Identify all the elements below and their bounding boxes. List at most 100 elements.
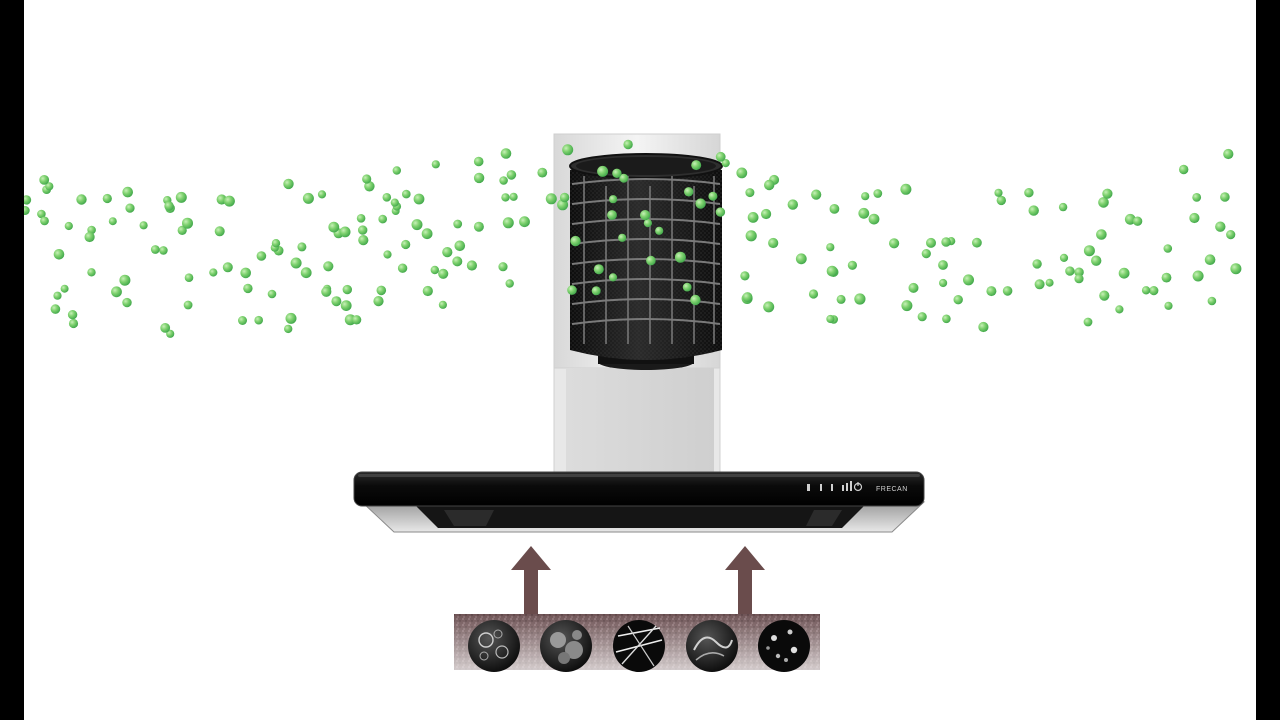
air-particle xyxy=(1141,286,1151,295)
air-particle xyxy=(1115,305,1124,314)
air-particle xyxy=(612,168,622,178)
air-particle xyxy=(243,283,253,294)
air-particle xyxy=(454,240,466,252)
air-particle xyxy=(996,195,1006,206)
air-particle xyxy=(1034,279,1045,290)
air-particle xyxy=(323,261,334,272)
air-particle xyxy=(139,221,148,230)
fan-speed-icon[interactable] xyxy=(807,484,810,491)
air-particle xyxy=(223,195,235,207)
air-particle xyxy=(1083,317,1093,327)
air-particle xyxy=(339,226,351,238)
air-particle xyxy=(402,189,411,199)
air-particle xyxy=(1215,221,1226,232)
air-particle xyxy=(1024,188,1034,198)
air-particle xyxy=(1002,286,1013,296)
brand-logo: FRECAN xyxy=(876,486,908,493)
air-particle xyxy=(1223,148,1234,160)
air-particle xyxy=(942,314,951,324)
clean-air-particles xyxy=(24,139,1242,338)
air-particle xyxy=(1099,290,1110,301)
air-particle xyxy=(24,195,32,205)
air-particle xyxy=(421,228,433,240)
air-particle xyxy=(442,247,453,258)
air-particle xyxy=(1102,188,1113,199)
air-particle xyxy=(593,264,604,275)
air-particle xyxy=(182,217,193,229)
air-particle xyxy=(364,181,375,192)
air-particle xyxy=(646,255,656,266)
air-particle xyxy=(826,243,835,252)
air-particle xyxy=(376,285,387,296)
air-particle xyxy=(438,300,447,309)
air-particle xyxy=(500,148,512,159)
air-particle xyxy=(826,265,838,277)
air-particle xyxy=(972,237,982,248)
hood-canopy xyxy=(353,471,926,533)
air-particle xyxy=(873,189,883,198)
air-particle xyxy=(1164,301,1173,310)
air-particle xyxy=(623,139,633,150)
air-particle xyxy=(302,192,314,204)
air-particle xyxy=(453,219,463,229)
air-particle xyxy=(50,304,61,314)
air-particle xyxy=(290,257,302,269)
air-particle xyxy=(122,297,132,308)
air-particle xyxy=(761,208,772,220)
light-icon[interactable] xyxy=(842,481,852,491)
air-particle xyxy=(1192,270,1204,282)
air-particle xyxy=(1204,254,1216,265)
power-icon[interactable] xyxy=(853,482,863,492)
air-particle xyxy=(978,321,989,333)
air-particle xyxy=(939,278,948,288)
air-particle xyxy=(764,179,775,191)
air-particle xyxy=(473,156,484,167)
air-particle xyxy=(45,182,54,191)
air-particle xyxy=(356,214,366,223)
air-particle xyxy=(159,246,168,255)
air-particle xyxy=(618,233,627,242)
air-particle xyxy=(787,199,798,210)
air-particle xyxy=(160,323,171,333)
air-particle xyxy=(214,226,225,237)
air-particle xyxy=(1207,296,1217,306)
air-particle xyxy=(740,271,750,281)
air-particle xyxy=(184,273,194,283)
air-particle xyxy=(438,268,449,279)
air-particle xyxy=(502,217,514,229)
air-particle xyxy=(411,219,423,231)
air-particle xyxy=(537,167,548,178)
air-particle xyxy=(608,273,618,282)
air-particle xyxy=(300,267,312,279)
air-particle xyxy=(811,189,822,200)
air-particle xyxy=(60,284,69,293)
air-particle xyxy=(39,175,50,185)
fan-speed-icon[interactable] xyxy=(820,484,822,491)
fibers-icon xyxy=(613,620,665,672)
air-particle xyxy=(84,231,95,243)
air-particle xyxy=(285,312,297,324)
air-particle xyxy=(183,300,193,310)
air-particle xyxy=(506,170,517,180)
air-particle xyxy=(125,203,135,213)
air-particle xyxy=(1163,244,1173,253)
air-particle xyxy=(271,239,281,248)
air-particle xyxy=(900,183,912,195)
fan-speed-icon[interactable] xyxy=(831,484,833,491)
air-particle xyxy=(254,315,263,325)
air-particle xyxy=(1098,197,1109,208)
air-particle xyxy=(908,282,919,293)
air-particle xyxy=(53,249,65,260)
air-particle xyxy=(321,286,332,297)
air-particle xyxy=(362,174,372,184)
air-particle xyxy=(397,263,408,273)
air-particle xyxy=(382,193,392,202)
air-particle xyxy=(175,191,187,203)
air-particle xyxy=(267,289,277,299)
air-particle xyxy=(452,256,463,267)
air-particle xyxy=(674,251,686,263)
air-particle xyxy=(921,249,931,259)
pollen-icon xyxy=(540,620,592,672)
air-particle xyxy=(1161,272,1172,283)
air-particle xyxy=(37,209,46,219)
